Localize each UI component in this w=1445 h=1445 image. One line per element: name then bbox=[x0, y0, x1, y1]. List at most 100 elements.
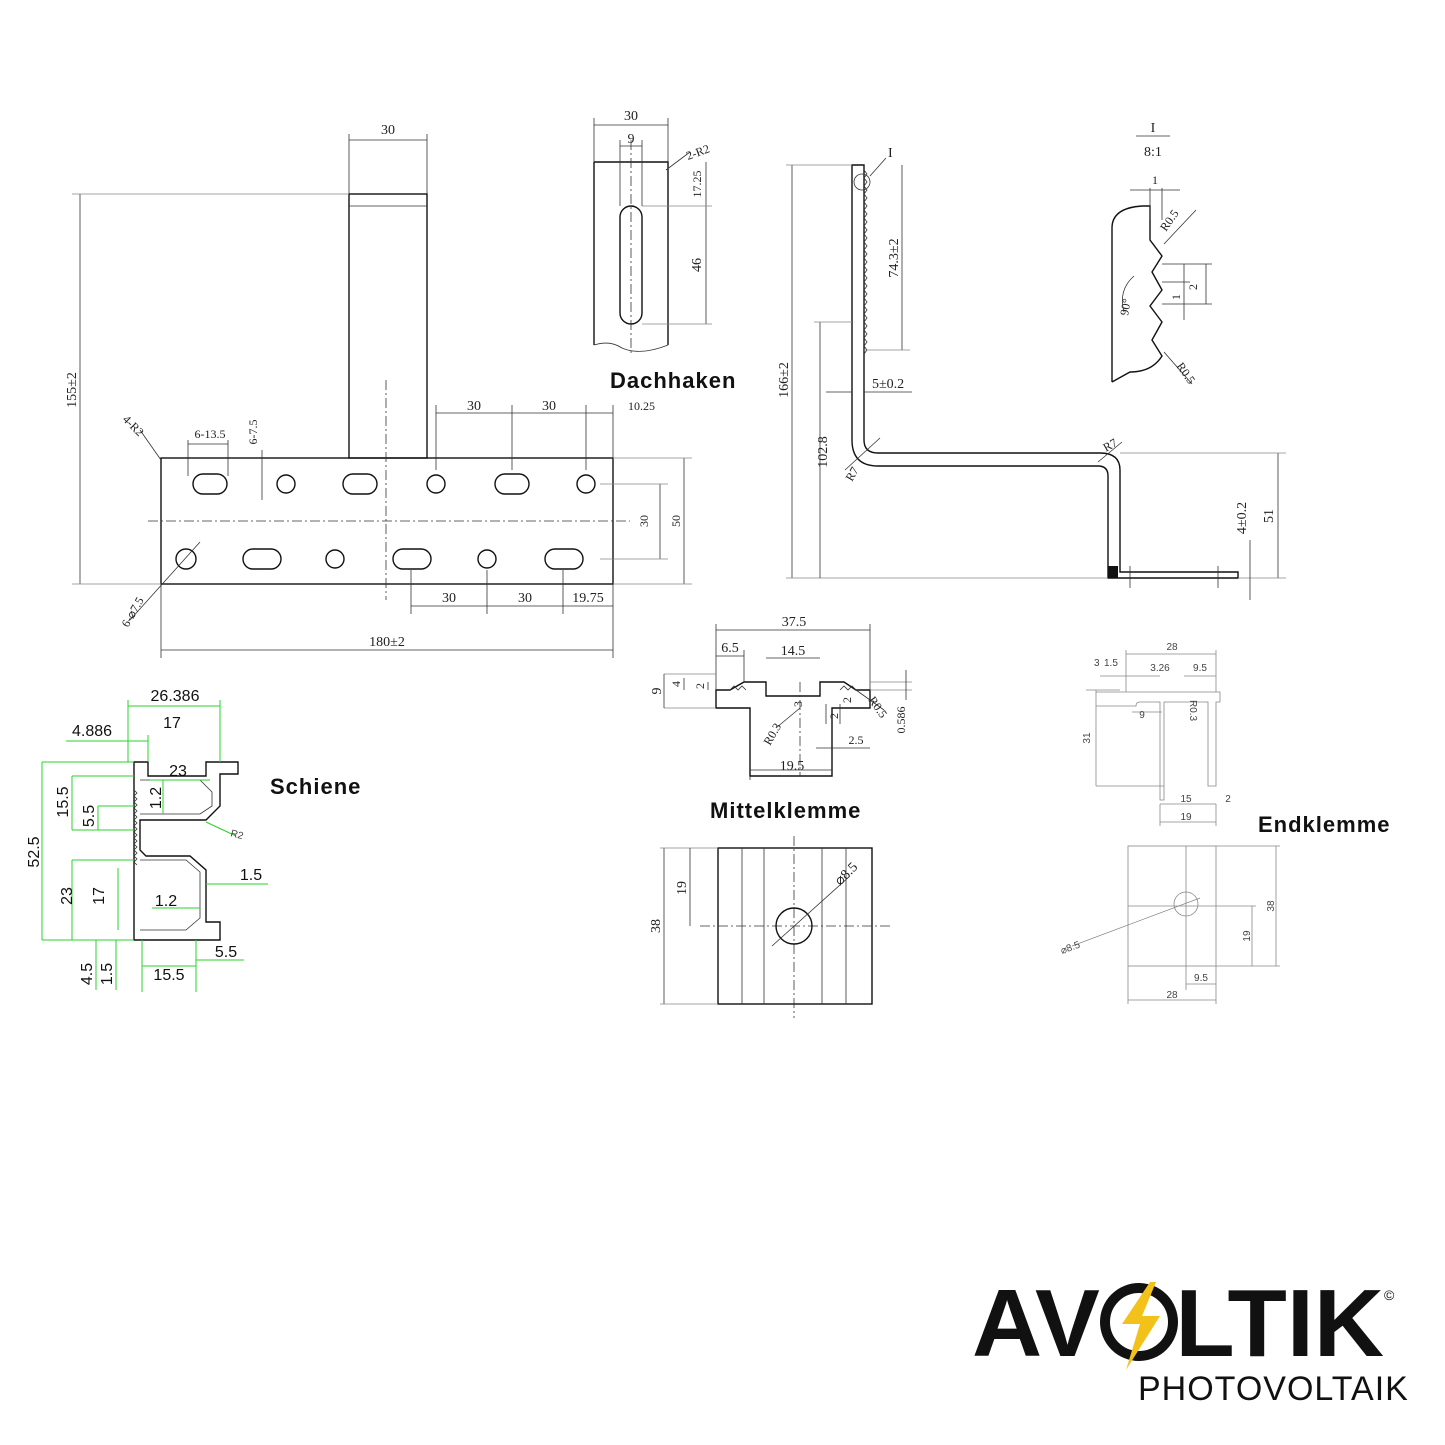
mk-lip: 6.5 bbox=[721, 641, 739, 656]
schiene-upper-channel: 23 bbox=[169, 763, 187, 780]
schiene-wall-upper: 1.2 bbox=[148, 787, 165, 809]
dim-bottom-spacing-2: 30 bbox=[518, 591, 532, 606]
caption-dachhaken: Dachhaken bbox=[610, 368, 736, 393]
ek-wall: 2 bbox=[1225, 794, 1231, 805]
dim-foot-height: 51 bbox=[1262, 509, 1277, 523]
caption-schiene: Schiene bbox=[270, 774, 361, 799]
dachhaken-slot-detail: 30 9 2-R2 17.25 46 bbox=[593, 109, 712, 356]
dim-serration-length: 74.3±2 bbox=[887, 238, 902, 277]
mittelklemme-plan: 38 19 ⌀8.5 bbox=[649, 836, 892, 1018]
schiene-bottom-wall: 1.5 bbox=[99, 963, 116, 985]
detail-angle: 90° bbox=[1117, 297, 1134, 316]
mk-total-width: 37.5 bbox=[782, 615, 807, 630]
dim-lower-height: 102.8 bbox=[816, 436, 831, 468]
dim-bend-radius-right: R7 bbox=[1101, 435, 1120, 454]
schiene-profile: 26.386 4.886 17 23 52.5 15.5 5.5 1.2 R2 … bbox=[26, 688, 268, 992]
ek-plan-offset: 9.5 bbox=[1194, 973, 1208, 984]
caption-mittelklemme: Mittelklemme bbox=[710, 798, 861, 823]
avoltik-logo: AVOLTIK PHOTOVOLTAIK © bbox=[972, 1270, 1409, 1408]
mk-offset: 2.5 bbox=[849, 733, 864, 747]
ek-top-3: 3 bbox=[1094, 658, 1100, 669]
ek-left-inner: 9 bbox=[1139, 710, 1145, 721]
ek-top-1-5: 1.5 bbox=[1104, 658, 1118, 669]
dachhaken-side-view: I 166±2 74.3±2 5±0.2 102.8 R7 R7 51 4±0.… bbox=[777, 146, 1286, 600]
dim-slot-height: 6-7.5 bbox=[246, 420, 260, 445]
logo-copyright: © bbox=[1384, 1287, 1395, 1303]
detail-I-view: I 8:1 1 R0.5 1 2 90° R0.5 bbox=[1111, 121, 1212, 387]
mk-groove-1: 2 bbox=[827, 713, 841, 719]
logo-brand: AVOLTIK bbox=[972, 1270, 1384, 1377]
schiene-offset: 4.886 bbox=[72, 723, 112, 740]
mittelklemme-profile: 37.5 6.5 14.5 9 4 2 R0.3 3 2 2 R0.5 0.58… bbox=[650, 615, 912, 780]
dim-total-height: 155±2 bbox=[65, 372, 80, 408]
schiene-flange-right: 1.5 bbox=[240, 867, 262, 884]
mk-center-width: 14.5 bbox=[781, 644, 806, 659]
mk-groove-2: 2 bbox=[840, 697, 854, 703]
detail-pitch: 1 bbox=[1152, 173, 1158, 187]
dim-corner-radius: 4-R2 bbox=[120, 412, 147, 439]
ek-base-width: 19 bbox=[1180, 812, 1192, 823]
mk-radius-outer: R0.5 bbox=[866, 694, 891, 721]
schiene-lower-channel: 23 bbox=[59, 887, 76, 905]
mk-web: 3 bbox=[791, 701, 805, 707]
lightning-icon bbox=[1100, 1282, 1178, 1370]
dim-slot-detail-width: 30 bbox=[624, 109, 638, 124]
mk-height: 9 bbox=[650, 688, 665, 695]
ek-hole: ⌀8.5 bbox=[1059, 940, 1082, 957]
schiene-radius: R2 bbox=[229, 828, 245, 842]
dim-hole-diameter: 6-⌀7.5 bbox=[118, 595, 146, 630]
dachhaken-plan-view: 30 155±2 4-R2 6-13.5 6-7.5 30 30 10.25 3… bbox=[65, 123, 692, 658]
dim-slot-top: 17.25 bbox=[690, 171, 704, 198]
dim-slot-width: 6-13.5 bbox=[195, 427, 226, 441]
detail-marker-I: I bbox=[888, 146, 893, 161]
dim-plate-height: 50 bbox=[669, 515, 683, 527]
mk-tip: 0.586 bbox=[894, 707, 908, 734]
dim-stem-width: 30 bbox=[381, 123, 395, 138]
caption-endklemme: Endklemme bbox=[1258, 812, 1391, 837]
dim-top-spacing-1: 30 bbox=[467, 399, 481, 414]
ek-offset: 3.26 bbox=[1150, 663, 1170, 674]
ek-plan-width: 28 bbox=[1166, 990, 1178, 1001]
dim-top-spacing-2: 30 bbox=[542, 399, 556, 414]
detail-scale: 8:1 bbox=[1144, 145, 1162, 160]
ek-plan-height: 38 bbox=[1266, 900, 1277, 912]
dim-row-spacing: 30 bbox=[637, 515, 651, 527]
mk-base-width: 19.5 bbox=[780, 759, 805, 774]
logo-sub: PHOTOVOLTAIK bbox=[1138, 1370, 1409, 1408]
mk-step-height: 4 bbox=[669, 681, 683, 687]
detail-label: I bbox=[1151, 121, 1156, 136]
detail-depth-2: 2 bbox=[1186, 284, 1200, 290]
dim-bend-radius-left: R7 bbox=[842, 464, 861, 483]
dim-slot-offset: 9 bbox=[628, 132, 635, 147]
schiene-wall-lower: 1.2 bbox=[155, 893, 177, 910]
dim-bottom-spacing-1: 30 bbox=[442, 591, 456, 606]
dim-top-offset: 10.25 bbox=[628, 399, 655, 413]
schiene-lower-inner: 17 bbox=[91, 887, 108, 905]
dim-side-total-height: 166±2 bbox=[777, 362, 792, 398]
dim-slot-length: 46 bbox=[690, 258, 705, 272]
schiene-bottom-right: 5.5 bbox=[215, 944, 237, 961]
schiene-top-opening: 17 bbox=[163, 715, 181, 732]
schiene-height: 52.5 bbox=[26, 836, 43, 867]
ek-right-width: 9.5 bbox=[1193, 663, 1207, 674]
mk-hole: ⌀8.5 bbox=[832, 860, 861, 889]
schiene-overall-width: 26.386 bbox=[151, 688, 200, 705]
detail-depth-1: 1 bbox=[1169, 294, 1183, 300]
detail-radius-bottom: R0.5 bbox=[1174, 360, 1199, 387]
dim-side-thickness: 5±0.2 bbox=[872, 377, 904, 392]
endklemme-plan: ⌀8.5 38 19 9.5 28 bbox=[1059, 845, 1280, 1004]
ek-inner-width: 15 bbox=[1180, 794, 1192, 805]
ek-height: 31 bbox=[1082, 732, 1093, 744]
ek-total-width: 28 bbox=[1166, 642, 1178, 653]
ek-radius: R0.3 bbox=[1187, 700, 1198, 722]
dim-total-length: 180±2 bbox=[369, 635, 405, 650]
schiene-upper-inner: 5.5 bbox=[81, 805, 98, 827]
dim-bottom-offset: 19.75 bbox=[572, 591, 604, 606]
dim-slot-corner: 2-R2 bbox=[684, 141, 711, 162]
mk-plan-half: 19 bbox=[675, 881, 690, 895]
ek-plan-half: 19 bbox=[1242, 930, 1253, 942]
schiene-upper-depth: 15.5 bbox=[55, 786, 72, 817]
endklemme-profile: 28 3 1.5 3.26 9.5 R0.3 9 31 15 2 19 bbox=[1082, 642, 1231, 826]
mk-step-small: 2 bbox=[693, 683, 707, 689]
mk-plan-height: 38 bbox=[649, 919, 664, 933]
